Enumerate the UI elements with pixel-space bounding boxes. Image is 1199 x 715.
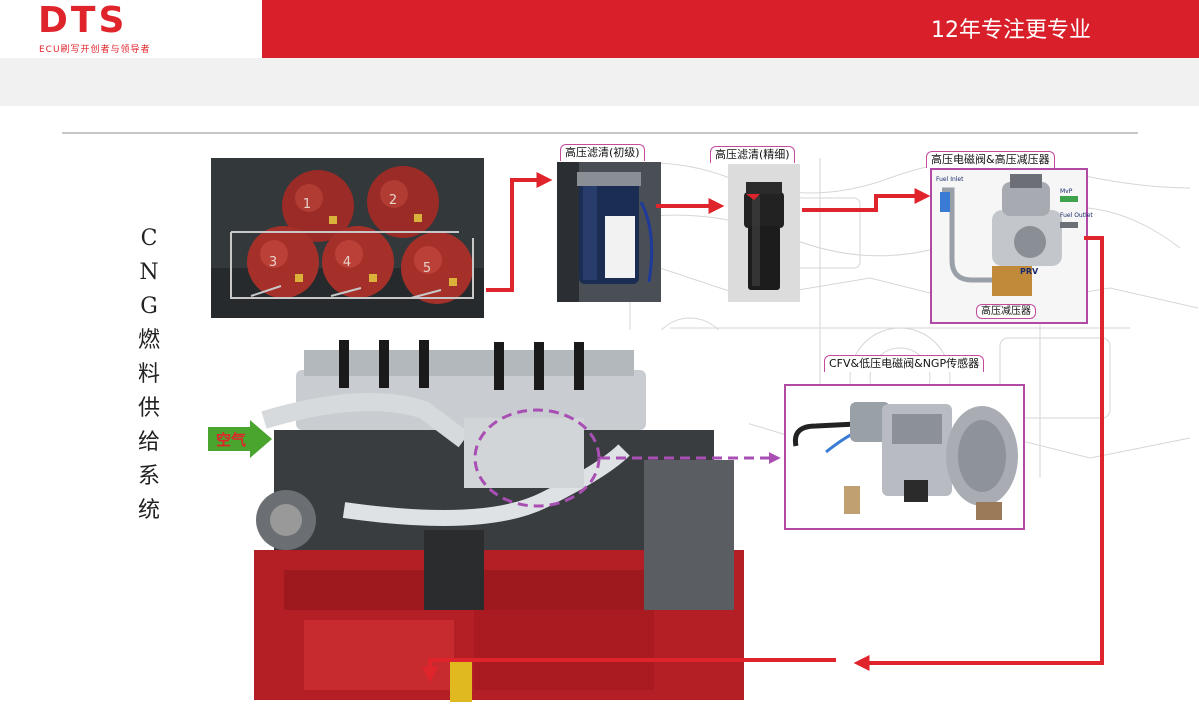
header-bar: 12年专注更专业 xyxy=(262,0,1199,58)
coarse-filter-photo xyxy=(557,162,661,302)
title-char: 系 xyxy=(137,464,160,489)
title-char: N xyxy=(139,260,159,285)
cfv-assembly-box xyxy=(784,384,1025,530)
fine-filter-label: 高压滤清(精细) xyxy=(710,146,795,163)
pressure-reducer-label: 高压减压器 xyxy=(976,304,1036,319)
engine-photo xyxy=(244,330,749,710)
valve-assembly-label: 高压电磁阀&高压减压器 xyxy=(926,151,1055,168)
vertical-title: C N G 燃 料 供 给 系 统 xyxy=(134,222,164,528)
flow-tanks-to-coarse xyxy=(486,172,553,292)
subheader-band xyxy=(0,58,1199,106)
title-char: 供 xyxy=(137,396,160,421)
fuel-inlet-tag: Fuel Inlet xyxy=(936,176,964,183)
fuel-outlet-tag: Fuel Outlet xyxy=(1060,212,1093,219)
air-label: 空气 xyxy=(216,431,247,449)
valve-assembly-box: Fuel Inlet MvP Fuel Outlet PRV 高压减压器 xyxy=(930,168,1093,324)
title-char: 统 xyxy=(137,498,160,523)
coarse-filter-label: 高压滤清(初级) xyxy=(560,144,645,161)
title-char: 燃 xyxy=(137,328,160,353)
title-char: G xyxy=(140,294,158,319)
gas-tanks-photo: 1 2 3 4 5 xyxy=(211,158,484,318)
logo: DTS xyxy=(38,0,128,41)
divider-line xyxy=(62,132,1138,134)
title-char: C xyxy=(140,226,158,251)
tank-number: 5 xyxy=(423,261,431,276)
fine-filter-photo xyxy=(728,164,800,302)
logo-tagline: ECU刷写开创者与领导者 xyxy=(39,45,151,55)
tank-number: 2 xyxy=(389,193,397,208)
tank-number: 3 xyxy=(269,255,277,270)
tank-number: 4 xyxy=(343,255,351,270)
title-char: 料 xyxy=(137,362,160,387)
mvp-tag: MvP xyxy=(1060,188,1073,195)
cfv-assembly-label: CFV&低压电磁阀&NGP传感器 xyxy=(824,355,985,372)
title-char: 给 xyxy=(137,430,160,455)
tank-number: 1 xyxy=(303,197,311,212)
air-intake-arrow: 空气 xyxy=(208,420,272,458)
prv-tag: PRV xyxy=(1020,267,1039,276)
logo-area: DTS ECU刷写开创者与领导者 xyxy=(0,0,262,58)
header-slogan: 12年专注更专业 xyxy=(931,18,1091,43)
